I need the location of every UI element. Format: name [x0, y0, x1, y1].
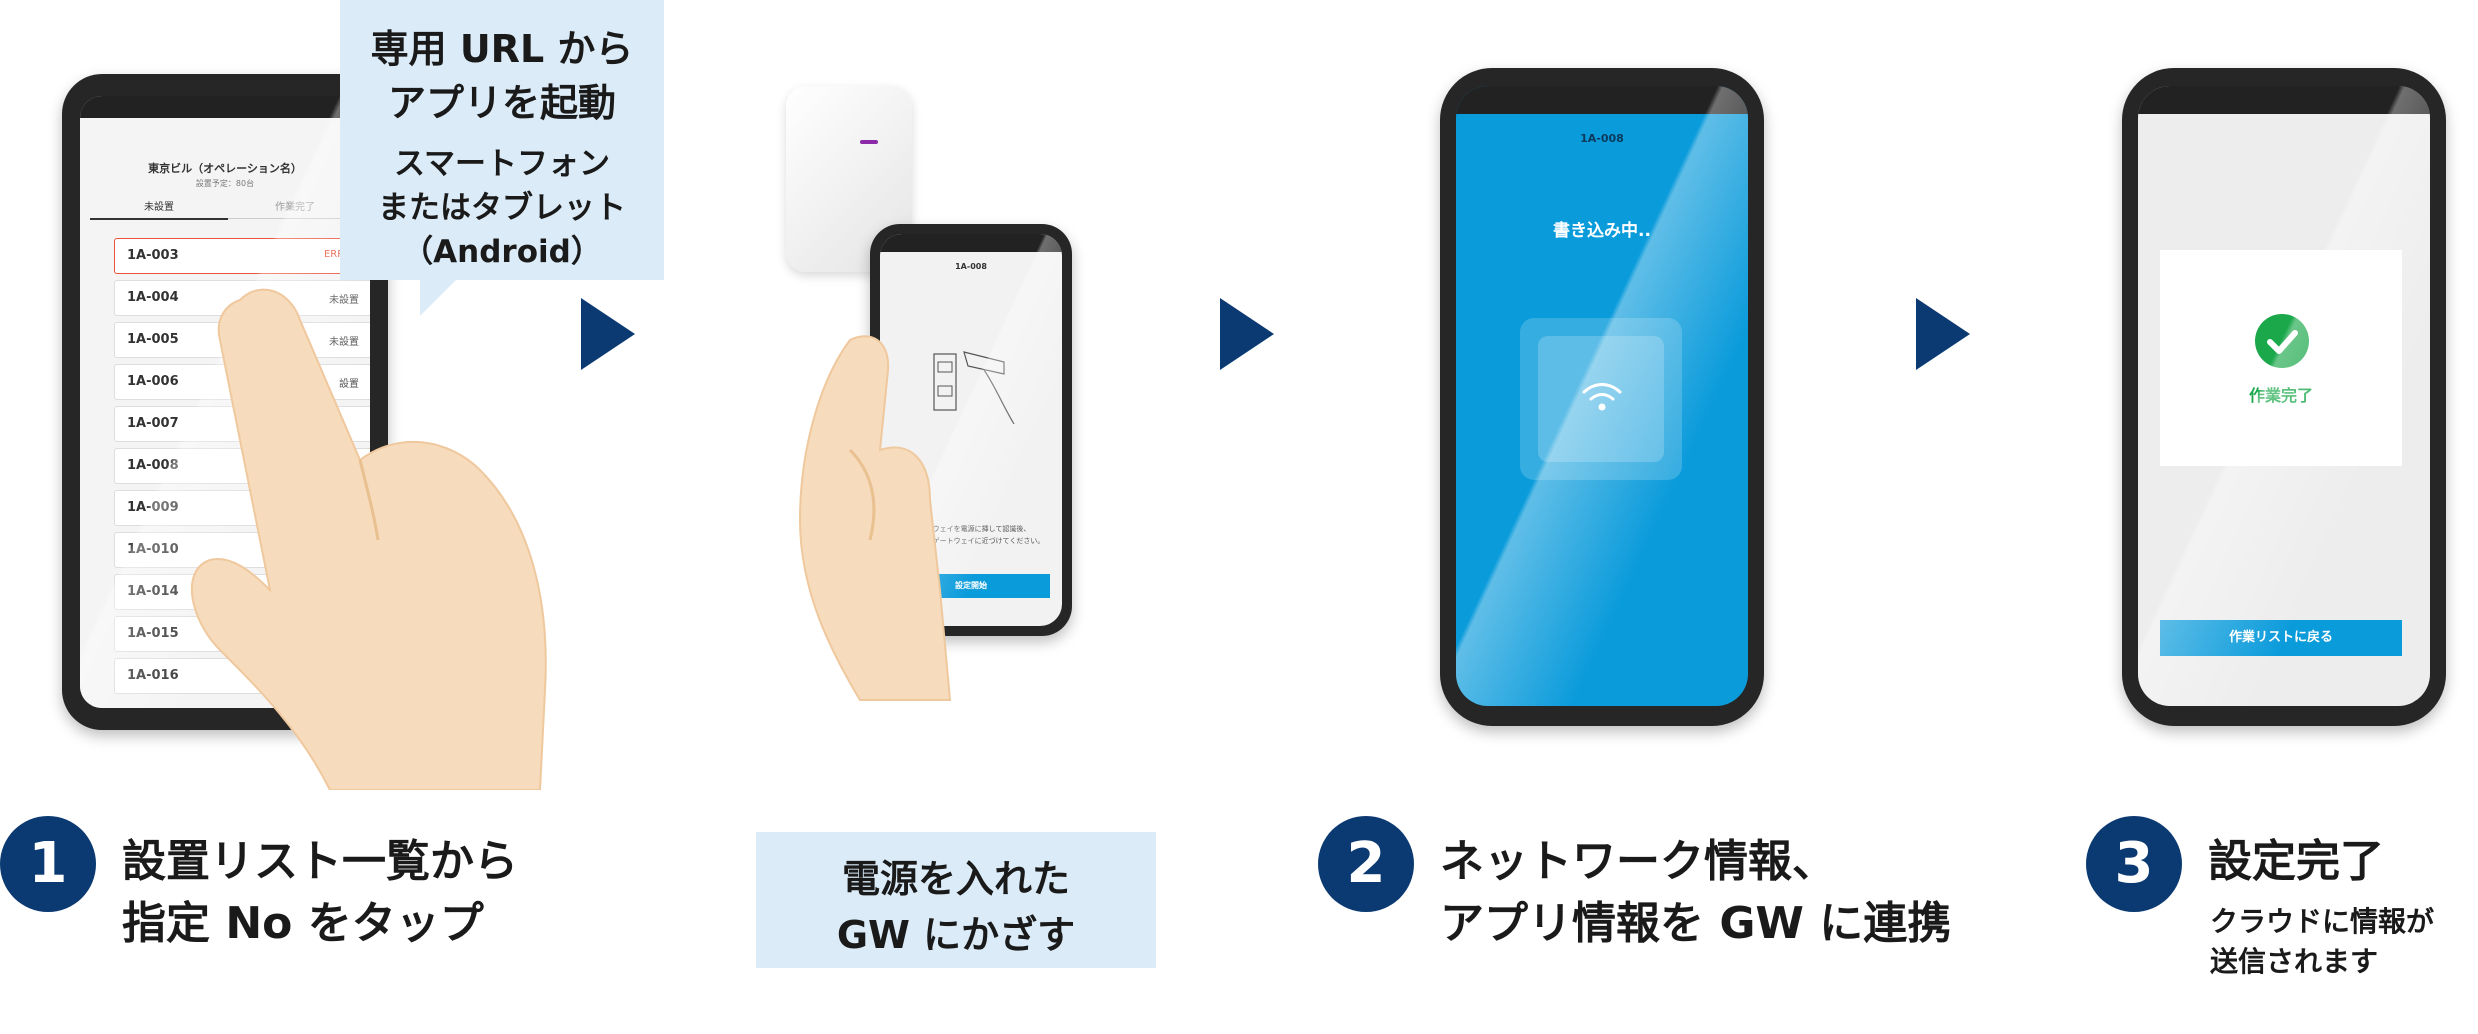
- writing-status: 書き込み中..: [1553, 221, 1651, 241]
- nfc-pad-inner: [1538, 336, 1664, 462]
- pointing-hand-illustration: [190, 288, 547, 790]
- callout-heading-2: アプリを起動: [387, 81, 616, 125]
- done-label: 作業完了: [2248, 386, 2313, 405]
- middle-step-box: [756, 832, 1156, 968]
- step-1-title-2: 指定 No をタップ: [122, 898, 484, 949]
- tablet-topbar: [80, 96, 370, 118]
- gw-instruction-1: ゲートウェイを電源に挿して認識後、: [911, 525, 1031, 533]
- callout-sub-2: またはタブレット: [378, 190, 626, 226]
- step-2-title-1: ネットワーク情報、: [1440, 836, 1836, 887]
- status-badge: 未設置: [329, 337, 359, 348]
- callout-sub-3: （Android）: [402, 234, 602, 270]
- gw-instruction-2: この端末をゲートウェイに近づけてください。: [897, 537, 1045, 545]
- gateway-led-icon: [860, 140, 878, 144]
- step-1-title-1: 設置リスト一覧から: [122, 836, 518, 887]
- callout-bubble: [340, 0, 664, 280]
- step-1-number: 1: [0, 816, 96, 912]
- callout-tail: [420, 278, 458, 316]
- step-3-sub-1: クラウドに情報が: [2210, 905, 2435, 938]
- status-badge: 未設置: [329, 295, 359, 306]
- writing-phone: 1A-008 書き込み中..: [1440, 68, 1764, 726]
- tablet-subtitle: 設置予定：80台: [195, 179, 255, 188]
- gateway-plugin-icon: [933, 351, 1015, 425]
- arrow-right-icon: [581, 298, 635, 370]
- status-badge: 設置: [339, 379, 359, 390]
- arrow-right-icon: [1220, 298, 1274, 370]
- step-3-title: 設定完了: [2208, 836, 2384, 887]
- check-circle-icon: [2255, 314, 2309, 368]
- nfc-pad: [1520, 318, 1682, 480]
- middle-step-line-2: GW にかざす: [836, 913, 1076, 957]
- callout-sub-1: スマートフォン: [393, 146, 611, 182]
- device-id: 1A-008: [1580, 132, 1624, 145]
- step-3-number: 3: [2086, 816, 2182, 912]
- step-3-sub-2: 送信されます: [2210, 945, 2379, 978]
- back-to-list-button[interactable]: 作業リストに戻る: [2160, 620, 2402, 656]
- writing-phone-screen: 1A-008 書き込み中..: [1456, 86, 1748, 706]
- wifi-icon: [1582, 383, 1622, 411]
- list-item[interactable]: 1A-003ERROR: [114, 238, 370, 274]
- tablet-title: 東京ビル（オペレーション名）: [148, 162, 302, 175]
- step-2-number: 2: [1318, 816, 1414, 912]
- step-2-title-2: アプリ情報を GW に連携: [1440, 898, 1952, 949]
- callout-heading-1: 専用 URL から: [370, 27, 634, 71]
- done-phone-screen: 作業完了 作業リストに戻る: [2138, 86, 2430, 706]
- arrow-right-icon: [1916, 298, 1970, 370]
- tab-unplaced[interactable]: 未設置: [90, 198, 228, 220]
- holding-hand-illustration: [798, 335, 952, 701]
- tab-completed[interactable]: 作業完了: [228, 198, 362, 219]
- middle-step-line-1: 電源を入れた: [841, 857, 1070, 901]
- done-phone: 作業完了 作業リストに戻る: [2122, 68, 2446, 726]
- device-id: 1A-008: [955, 262, 987, 271]
